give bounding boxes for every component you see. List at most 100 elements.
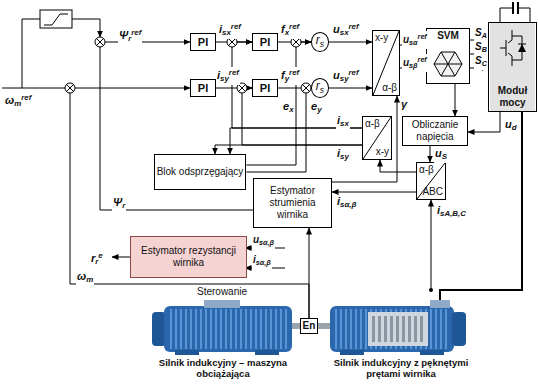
faulty-motor: [340, 350, 364, 355]
node-text: α-β: [419, 164, 434, 176]
svm-hexagon: [434, 52, 462, 76]
faulty-motor: [330, 306, 454, 352]
diagonal-line: [363, 117, 391, 159]
subscript: C: [482, 59, 487, 68]
load-motor: [175, 350, 199, 355]
signal-connector: [455, 84, 456, 116]
motor-caption: Silnik indukcyjny – maszyna obciążająca: [137, 357, 309, 379]
superscript: ref: [289, 68, 299, 77]
signal-label: isα,β: [336, 195, 357, 211]
resistance-block: rs: [311, 32, 329, 52]
node-text: α-β: [365, 118, 380, 130]
load-motor: [164, 306, 292, 352]
signal-label: ud: [504, 118, 518, 134]
subscript: s: [320, 85, 324, 95]
node-text: Estymator rezystancji wirnika: [131, 245, 246, 269]
signal-label: isyref: [216, 67, 240, 85]
subscript: m: [86, 275, 93, 284]
faulty-motor: [368, 312, 428, 346]
faulty-motor: [430, 300, 450, 308]
load-motor: [168, 309, 288, 349]
wire: [72, 19, 100, 37]
wire: [500, 8, 530, 22]
signal-label: usyref: [332, 67, 360, 85]
subscript: x: [285, 28, 289, 37]
subscript: s: [320, 39, 324, 49]
node-text: α-β: [382, 82, 397, 94]
signal-connector: [332, 192, 416, 193]
node-text: PI: [260, 36, 270, 48]
node-text: En: [303, 320, 316, 332]
signal-label: usα,β: [252, 234, 275, 249]
signal-label: SB: [474, 41, 488, 56]
voltage-calc-box: Obliczanie napięcia: [402, 116, 468, 146]
faulty-motor: [420, 350, 444, 355]
pi-controller: PI: [252, 79, 278, 97]
transform-box: α-βABC: [416, 162, 446, 200]
node-text: PI: [260, 82, 270, 94]
resistance-estimator: Estymator rezystancji wirnika: [130, 236, 247, 278]
node-text: x-y: [376, 146, 389, 158]
subscript: B: [482, 45, 487, 54]
subscript: y: [317, 105, 321, 114]
limiter-block: [40, 10, 72, 28]
superscript: ref: [131, 28, 141, 37]
superscript: ref: [229, 68, 239, 77]
wire: [2, 2, 530, 290]
subscript: d: [512, 123, 517, 132]
subscript: m: [14, 99, 21, 108]
node-text: PI: [198, 36, 208, 48]
pi-controller: PI: [252, 33, 278, 51]
subscript: sα,β: [259, 238, 274, 247]
transform-box: x-y α-β: [372, 30, 400, 96]
faulty-motor: [330, 300, 466, 355]
svm-hexagon: [434, 52, 462, 76]
signal-connector: [100, 42, 253, 210]
signal-label: SC: [474, 55, 488, 70]
signal-connector: [332, 96, 397, 182]
node-text: x-y: [375, 32, 388, 44]
node-text: SVM: [437, 30, 459, 42]
encoder-box: En: [300, 318, 319, 334]
wire: [22, 19, 40, 88]
svm-hexagon: [434, 52, 462, 76]
wire: [431, 200, 432, 290]
signal-label: isα,β: [252, 254, 272, 269]
wire: [513, 2, 518, 14]
node-text: rs: [316, 80, 324, 96]
signal-label: rre: [90, 250, 104, 268]
load-motor: [152, 300, 330, 355]
superscript: ref: [349, 68, 359, 77]
resistance-block: rs: [311, 78, 329, 98]
signal-label: isxref: [218, 21, 242, 39]
power-module: [490, 22, 535, 112]
signal-label: ωm: [76, 270, 94, 286]
superscript: ref: [231, 22, 241, 31]
transform-box: α-β x-y: [362, 116, 392, 160]
subscript: y: [285, 74, 289, 83]
superscript: ref: [418, 55, 427, 64]
subscript: r: [128, 34, 131, 43]
subscript: sx: [340, 119, 349, 128]
signal-connector: [309, 228, 310, 318]
node-text: Obliczanie napięcia: [403, 119, 467, 143]
subscript: A: [482, 31, 487, 40]
subscript: sy: [340, 152, 349, 161]
subscript: S: [442, 152, 447, 161]
subscript: sy: [220, 74, 229, 83]
superscript: ref: [349, 22, 359, 31]
wire: [112, 257, 132, 258]
signal-label: usβref: [402, 54, 428, 72]
flux-estimator: Estymator strumienia wirnika: [253, 178, 332, 228]
faulty-motor: [372, 316, 424, 342]
diagonal-line: [417, 163, 445, 199]
signal-label: ωmref: [4, 92, 32, 110]
power-module: [518, 44, 526, 52]
subscript: sα,β: [256, 258, 271, 267]
node-text: Blok odsprzęgający: [157, 166, 244, 178]
load-motor: [152, 312, 166, 346]
control-label: Sterowanie: [196, 286, 248, 298]
node-text: Moduł mocy: [489, 85, 536, 109]
signal-label: ey: [310, 100, 323, 116]
subscript: x: [289, 105, 293, 114]
